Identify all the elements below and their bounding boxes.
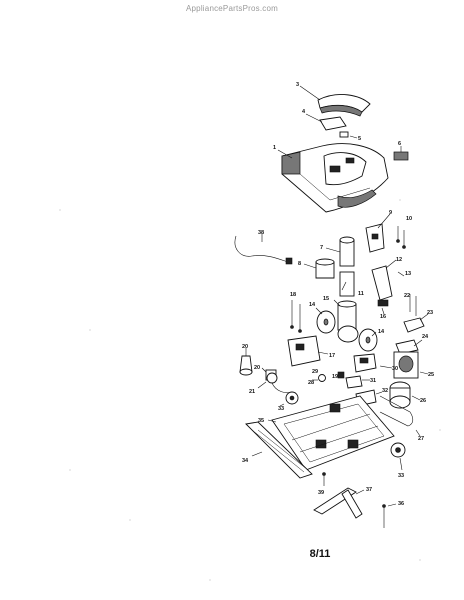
part-15-fan-housing (333, 299, 359, 343)
part-8-collar (303, 258, 335, 279)
part-14-filter-disk-left (315, 307, 336, 334)
page-number: 8/11 (309, 548, 331, 560)
callout-16: 16 (380, 314, 386, 320)
part-4-lens (305, 113, 347, 131)
callout-4: 4 (302, 109, 306, 115)
watermark: AppliancePartsPros.com (186, 4, 278, 13)
callout-38: 38 (258, 230, 264, 236)
callout-25: 25 (428, 372, 434, 378)
part-33-wheel-right (390, 442, 406, 471)
part-10-screws (396, 226, 406, 249)
callout-33-left: 33 (278, 406, 284, 412)
callout-31: 31 (370, 378, 376, 384)
part-31-pedal (345, 375, 370, 389)
part-12-latch (371, 259, 397, 301)
callout-33-right: 33 (398, 473, 404, 479)
callout-14-left: 14 (309, 302, 316, 308)
part-30-housing (353, 353, 393, 373)
callout-26: 26 (420, 398, 426, 404)
part-20-bulb (239, 348, 253, 376)
callout-12: 12 (396, 257, 402, 263)
part-17-switch-assembly (287, 335, 329, 367)
callout-20-socket: 20 (254, 365, 260, 371)
callout-23: 23 (427, 310, 433, 316)
part-35-base-plate (267, 395, 395, 471)
callout-19: 19 (332, 374, 338, 380)
part-7-tube (325, 236, 355, 267)
callout-21: 21 (249, 389, 255, 395)
part-37-crank-handle (313, 487, 365, 519)
callout-3: 3 (296, 82, 299, 88)
part-13-screw (397, 271, 405, 277)
part-22-screws (409, 294, 417, 316)
part-9-bracket (365, 213, 391, 253)
part-16-clip (377, 299, 389, 315)
callout-11: 11 (358, 291, 364, 297)
callout-labels: 1 3 4 5 6 7 8 9 10 11 12 13 14 14 15 16 … (242, 82, 434, 507)
callout-22: 22 (404, 293, 410, 299)
callout-28: 28 (308, 380, 314, 386)
callout-36: 36 (398, 501, 404, 507)
callout-30: 30 (392, 366, 398, 372)
callout-15: 15 (323, 296, 329, 302)
part-23-arm (403, 313, 429, 333)
part-3-hood-cover (299, 85, 371, 117)
part-1-nozzle-housing (277, 143, 389, 213)
callout-24: 24 (422, 334, 429, 340)
part-26-roller-drum (389, 381, 421, 409)
callout-13: 13 (405, 271, 411, 277)
part-25-motor (393, 351, 429, 379)
callout-27: 27 (418, 436, 424, 442)
part-21-harness (257, 372, 293, 394)
callout-39: 39 (318, 490, 324, 496)
callout-10: 10 (406, 216, 412, 222)
part-6-pad (393, 146, 409, 161)
part-29-knob (312, 374, 326, 382)
scan-specks (59, 199, 441, 581)
callout-8: 8 (298, 261, 301, 267)
callout-34: 34 (242, 458, 249, 464)
callout-18: 18 (290, 292, 296, 298)
part-24-motor-bracket (395, 339, 423, 355)
callout-35: 35 (258, 418, 264, 424)
callout-5: 5 (358, 136, 361, 142)
part-11-tube-lower (339, 271, 355, 297)
callout-6: 6 (398, 141, 401, 147)
callout-9: 9 (389, 210, 392, 216)
part-34-brushroll (245, 421, 313, 479)
callout-7: 7 (320, 245, 323, 251)
part-39-screw (322, 472, 326, 486)
part-36-screw (382, 503, 397, 528)
callout-1: 1 (273, 145, 276, 151)
part-19-spring (337, 371, 345, 379)
part-38-cord (234, 234, 293, 265)
part-18-screws (290, 300, 302, 333)
callout-29: 29 (312, 369, 318, 375)
part-27-belt (379, 395, 421, 437)
part-5-clip (339, 131, 358, 139)
part-14-filter-disk-right (358, 328, 378, 352)
part-33-wheel-left (279, 391, 299, 407)
callout-17: 17 (329, 353, 335, 359)
callout-20-bulb: 20 (242, 344, 248, 350)
callout-37: 37 (366, 487, 372, 493)
callout-32: 32 (382, 388, 388, 394)
callout-14-right: 14 (378, 329, 385, 335)
